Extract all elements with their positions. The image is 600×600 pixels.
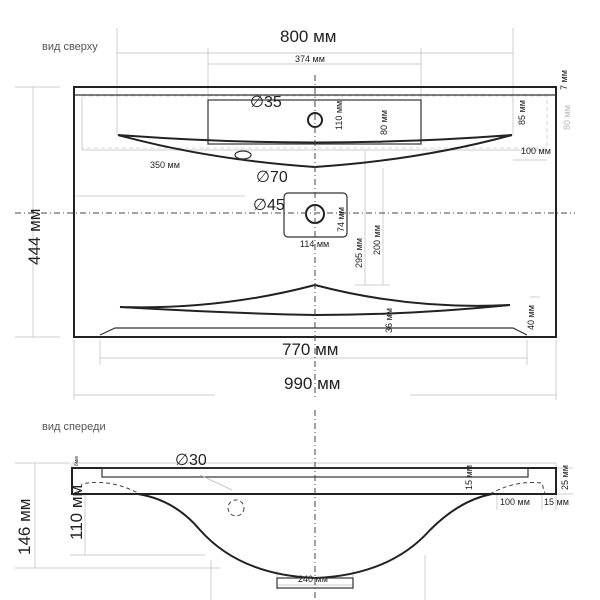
diameter-30: ∅30 [175,452,207,469]
dim-85: 85 мм [517,100,527,125]
dim-110: 110 мм [334,101,344,130]
dim-295: 295 мм [354,238,364,268]
top-view-title: вид сверху [42,41,98,53]
dim-200: 200 мм [372,225,382,255]
front-view-title: вид спереди [42,421,106,433]
dim-6: 6мм [74,456,80,466]
dim-350: 350 мм [150,160,180,170]
dim-width-240: 240 мм [298,574,328,584]
top-view: вид сверху [15,27,575,400]
dim-25: 25 мм [560,465,570,490]
dim-height-444: 444 мм [25,209,44,265]
diameter-45: ∅45 [253,197,285,214]
dim-7: 7 мм [559,70,569,90]
dim-74: 74 мм [336,207,346,232]
diameter-70: ∅70 [256,169,288,186]
dim-height-146: 146 мм [15,499,34,555]
dim-height-110: 110 мм [67,485,86,540]
front-view: вид спереди 6мм ∅30 146 мм 110 мм 15 мм [15,410,573,600]
dim-114: 114 мм [300,239,329,249]
dim-80: 80 мм [379,110,389,135]
dim-40: 40 мм [526,305,536,330]
dim-80-right: 80 мм [562,105,572,130]
dim-width-990: 990 мм [284,374,340,393]
dim-100-front: 100 мм [500,497,530,507]
dim-width-800: 800 мм [280,27,336,46]
dim-15-front: 15 мм [544,497,569,507]
dim-100: 100 мм [521,146,551,156]
diameter-35: ∅35 [250,94,282,111]
dim-15-inner: 15 мм [464,465,474,490]
dim-width-770: 770 мм [282,340,338,359]
dim-36: 36 мм [384,308,394,333]
dim-width-374: 374 мм [295,54,325,64]
